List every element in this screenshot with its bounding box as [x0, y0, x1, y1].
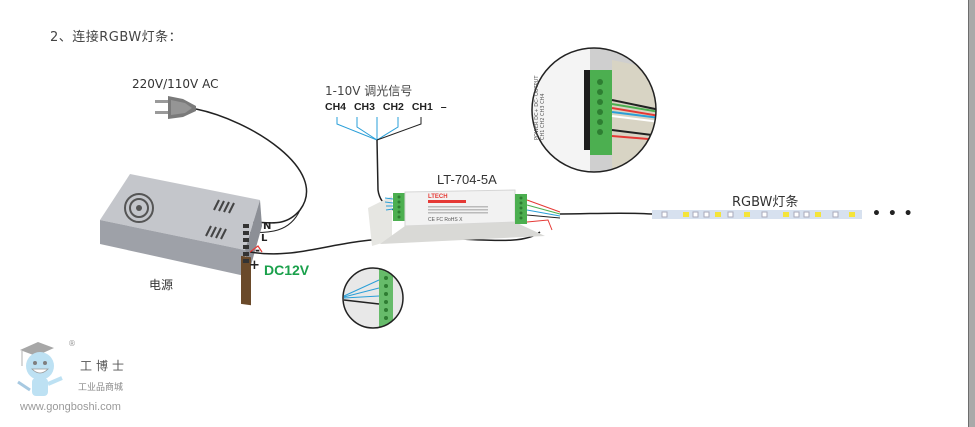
controller-brand: LTECH [428, 194, 448, 200]
channel-ch4: CH4 [325, 101, 347, 113]
channel-ch3: CH3 [353, 101, 375, 113]
strip-continuation: • • • [872, 206, 914, 222]
terminal-n: N [263, 221, 272, 232]
output-terminal-closeup [531, 47, 657, 173]
closeup-ch2-label: CH2 [540, 117, 546, 128]
closeup-output-labels: POWER DC+ DC- OUTPUT CH1 CH2 CH3 CH4 [534, 70, 554, 140]
controller-lt-704-5a: CE FC RoHS X [368, 189, 561, 246]
terminal-plus: + [249, 258, 260, 273]
watermark-name: 工博士 [80, 359, 129, 373]
power-supply-label: 电源 [149, 278, 174, 292]
input-terminal-closeup [342, 267, 404, 329]
strip-label: RGBW灯条 [732, 195, 799, 210]
power-supply-unit [100, 174, 262, 306]
terminal-l: L [261, 233, 268, 244]
channel-ch1: CH1 [411, 101, 433, 113]
terminal-minus: - [255, 243, 260, 257]
closeup-ch4-label: CH4 [540, 93, 546, 104]
vertical-scrollbar[interactable] [968, 0, 975, 427]
watermark-subtitle: 工业品商城 [78, 383, 124, 393]
compliance-marks: CE FC RoHS X [428, 217, 463, 223]
controller-model-label: LT-704-5A [437, 172, 497, 187]
closeup-ch3-label: CH3 [540, 105, 546, 116]
section-heading: 2、连接RGBW灯条： [50, 30, 183, 45]
strip-cable [559, 212, 653, 215]
rgbw-led-strip [652, 210, 862, 219]
ac-plug-icon [155, 96, 196, 119]
dc-voltage-label: DC12V [264, 262, 310, 278]
channel-labels: CH4 CH3 CH2 CH1 – [325, 101, 452, 113]
watermark-url: www.gongboshi.com [20, 401, 121, 413]
closeup-ch1-label: CH1 [540, 129, 546, 140]
ac-cable [195, 108, 308, 224]
ac-input-label: 220V/110V AC [132, 77, 219, 91]
channel-ch2: CH2 [382, 101, 404, 113]
mascot-logo-icon [17, 342, 63, 396]
channel-minus: – [440, 101, 447, 113]
dimming-signal-label: 1-10V 调光信号 [325, 84, 413, 98]
registered-mark: ® [68, 339, 76, 348]
